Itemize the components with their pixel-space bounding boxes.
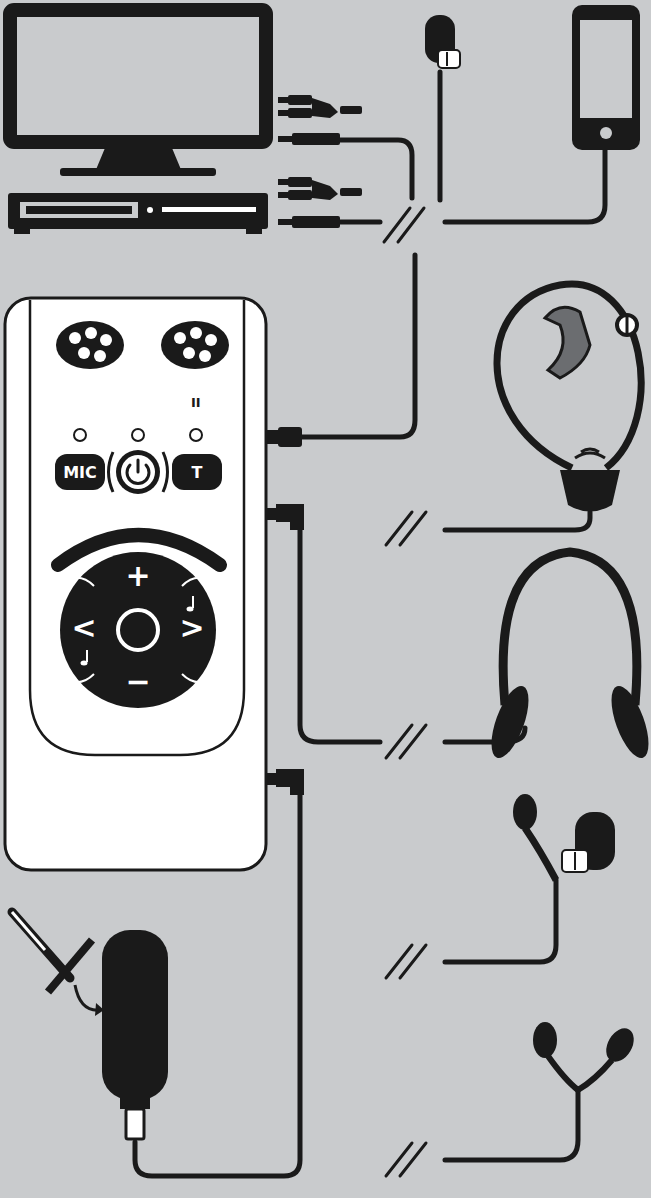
tactile-mark: II — [191, 396, 201, 409]
mic-button: MIC — [55, 454, 105, 490]
pad-symbol: < — [71, 613, 96, 643]
telecoil-button: T — [172, 454, 222, 490]
control-pad: + < >− — [60, 552, 216, 708]
pad-symbol: > — [179, 613, 204, 643]
pad-symbol: + — [125, 561, 150, 591]
button-label: MIC — [63, 463, 97, 482]
button-label: T — [192, 463, 203, 482]
pad-symbol: − — [125, 667, 150, 697]
